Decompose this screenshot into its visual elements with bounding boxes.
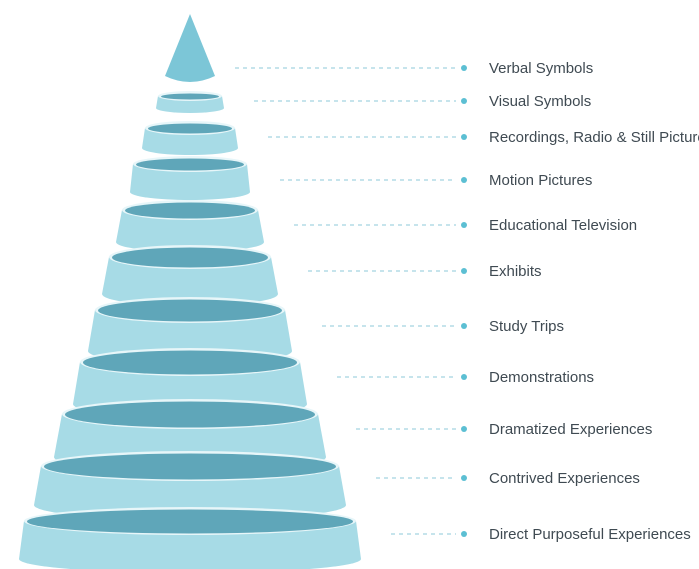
band-opening [112, 247, 268, 268]
level-5-shape [116, 200, 264, 252]
leader-lines [235, 65, 467, 537]
level-label: Motion Pictures [489, 172, 592, 189]
level-1-shape [165, 14, 215, 82]
bullet-icon [461, 177, 467, 183]
band-opening [83, 350, 297, 375]
level-label: Study Trips [489, 318, 564, 335]
band-opening [27, 509, 353, 534]
level-11-shape [19, 507, 361, 569]
band-body [130, 164, 250, 200]
band-body [156, 96, 224, 113]
level-3-shape [142, 121, 238, 155]
level-label: Contrived Experiences [489, 470, 640, 487]
band-opening [161, 93, 219, 100]
level-label: Direct Purposeful Experiences [489, 526, 691, 543]
level-10-shape [34, 451, 346, 520]
cone-tip-icon [165, 14, 215, 82]
bullet-icon [461, 268, 467, 274]
level-label: Verbal Symbols [489, 60, 593, 77]
bullet-icon [461, 323, 467, 329]
level-label: Visual Symbols [489, 93, 591, 110]
level-label: Educational Television [489, 217, 637, 234]
bullet-icon [461, 134, 467, 140]
band-opening [44, 453, 336, 480]
level-2-shape [156, 91, 224, 113]
level-4-shape [130, 156, 250, 200]
level-label: Dramatized Experiences [489, 421, 652, 438]
band-body [34, 466, 346, 520]
bullet-icon [461, 98, 467, 104]
band-body [116, 210, 264, 252]
bullet-icon [461, 222, 467, 228]
band-opening [136, 158, 244, 171]
bullet-icon [461, 531, 467, 537]
level-label: Demonstrations [489, 369, 594, 386]
level-label: Exhibits [489, 263, 542, 280]
bullet-icon [461, 65, 467, 71]
band-opening [148, 123, 232, 134]
level-6-shape [102, 245, 278, 306]
band-body [102, 257, 278, 306]
level-label: Recordings, Radio & Still Pictures [489, 129, 699, 146]
bullet-icon [461, 374, 467, 380]
band-opening [98, 299, 282, 322]
band-body [142, 128, 238, 155]
band-opening [65, 401, 315, 428]
bullet-icon [461, 475, 467, 481]
bullet-icon [461, 426, 467, 432]
cone-bands [19, 14, 361, 569]
band-opening [125, 202, 255, 219]
